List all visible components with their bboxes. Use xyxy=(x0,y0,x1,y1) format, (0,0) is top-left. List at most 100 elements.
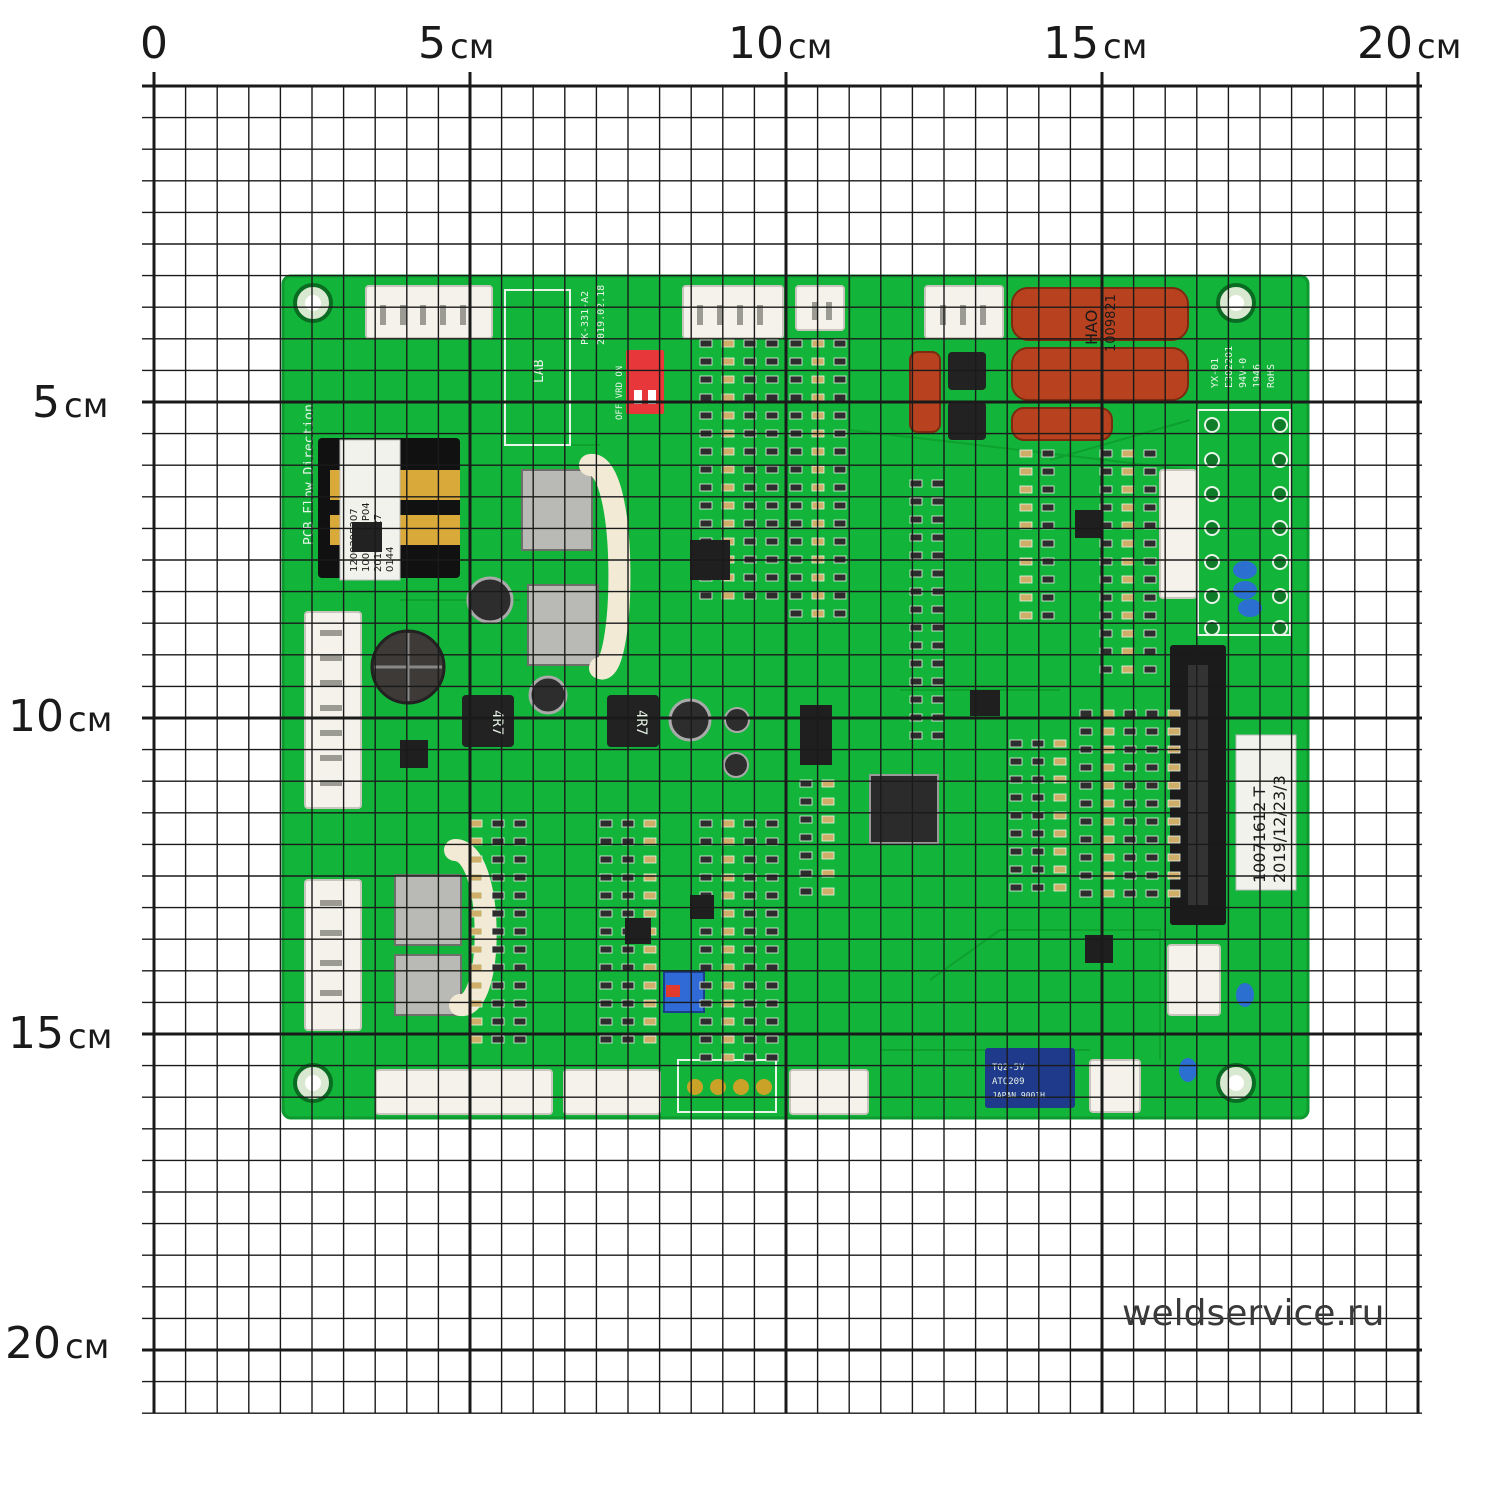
qr-code xyxy=(352,522,382,552)
smd-part xyxy=(743,573,757,582)
smd-part xyxy=(1009,811,1023,820)
smd-part xyxy=(699,819,713,828)
smd-part xyxy=(833,447,847,456)
smd-part xyxy=(1145,799,1159,808)
top-scale-0: 0 xyxy=(140,18,168,69)
smd-part xyxy=(599,999,613,1008)
smd-part xyxy=(821,833,835,842)
smd-part xyxy=(1101,781,1115,790)
ic-chip xyxy=(800,705,832,765)
smd-part xyxy=(513,963,527,972)
smd-part xyxy=(765,501,779,510)
smd-part xyxy=(765,909,779,918)
smd-part xyxy=(743,375,757,384)
smd-part xyxy=(909,641,923,650)
smd-part xyxy=(1009,829,1023,838)
smd-part xyxy=(1053,775,1067,784)
cert-label-2: E302201 xyxy=(1224,346,1235,388)
smd-part xyxy=(789,447,803,456)
smd-part xyxy=(1167,889,1181,898)
smd-part xyxy=(909,623,923,632)
smd-part xyxy=(491,981,505,990)
smd-part xyxy=(721,519,735,528)
smd-part xyxy=(721,465,735,474)
smd-part xyxy=(931,677,945,686)
smd-part xyxy=(721,411,735,420)
ic-chip xyxy=(970,690,1000,716)
smd-part xyxy=(721,339,735,348)
smd-part xyxy=(1031,775,1045,784)
smd-part xyxy=(1101,799,1115,808)
smd-part xyxy=(1121,485,1135,494)
smd-part xyxy=(643,945,657,954)
connector-cn1 xyxy=(1167,944,1221,1016)
smd-part xyxy=(1099,629,1113,638)
smd-part xyxy=(743,483,757,492)
smd-part xyxy=(1167,709,1181,718)
smd-part xyxy=(1099,467,1113,476)
smd-part xyxy=(1053,829,1067,838)
smd-part xyxy=(699,927,713,936)
smd-part xyxy=(491,909,505,918)
smd-part xyxy=(721,945,735,954)
smd-part xyxy=(1099,449,1113,458)
smd-part xyxy=(1123,763,1137,772)
smd-part xyxy=(721,483,735,492)
smd-part xyxy=(1143,485,1157,494)
smd-part xyxy=(909,569,923,578)
smd-part xyxy=(599,855,613,864)
smd-part xyxy=(931,479,945,488)
smd-part xyxy=(789,501,803,510)
smd-part xyxy=(1145,817,1159,826)
smd-part xyxy=(765,999,779,1008)
smd-part xyxy=(599,873,613,882)
smd-part xyxy=(931,497,945,506)
smd-part xyxy=(1121,557,1135,566)
smd-part xyxy=(789,519,803,528)
smd-part xyxy=(765,1035,779,1044)
smd-part xyxy=(1145,889,1159,898)
smd-part xyxy=(1101,709,1115,718)
smd-part xyxy=(699,591,713,600)
smd-part xyxy=(1123,727,1137,736)
smd-part xyxy=(1041,449,1055,458)
smd-part xyxy=(931,731,945,740)
smd-part xyxy=(721,1035,735,1044)
smd-part xyxy=(1167,781,1181,790)
smd-part xyxy=(513,927,527,936)
smd-part xyxy=(833,591,847,600)
smd-part xyxy=(599,1035,613,1044)
smd-part xyxy=(1121,593,1135,602)
smd-part xyxy=(799,833,813,842)
smd-part xyxy=(513,1035,527,1044)
smd-part xyxy=(513,891,527,900)
smd-part xyxy=(931,623,945,632)
smd-part xyxy=(743,873,757,882)
smd-part xyxy=(1031,847,1045,856)
smd-part xyxy=(909,677,923,686)
smd-part xyxy=(743,855,757,864)
smd-part xyxy=(1167,835,1181,844)
smd-part xyxy=(469,945,483,954)
smd-part xyxy=(765,819,779,828)
smd-part xyxy=(469,999,483,1008)
smd-part xyxy=(1121,539,1135,548)
smd-part xyxy=(765,981,779,990)
smd-part xyxy=(699,393,713,402)
smd-part xyxy=(821,887,835,896)
smd-part xyxy=(743,357,757,366)
smd-part xyxy=(1041,593,1055,602)
smd-part xyxy=(699,447,713,456)
smd-part xyxy=(821,851,835,860)
smd-part xyxy=(643,981,657,990)
flow-direction-label: PCB Flow Direction xyxy=(302,404,317,545)
smd-part xyxy=(1123,781,1137,790)
smd-part xyxy=(1079,727,1093,736)
smd-part xyxy=(743,447,757,456)
smd-part xyxy=(491,1017,505,1026)
smd-part xyxy=(469,981,483,990)
